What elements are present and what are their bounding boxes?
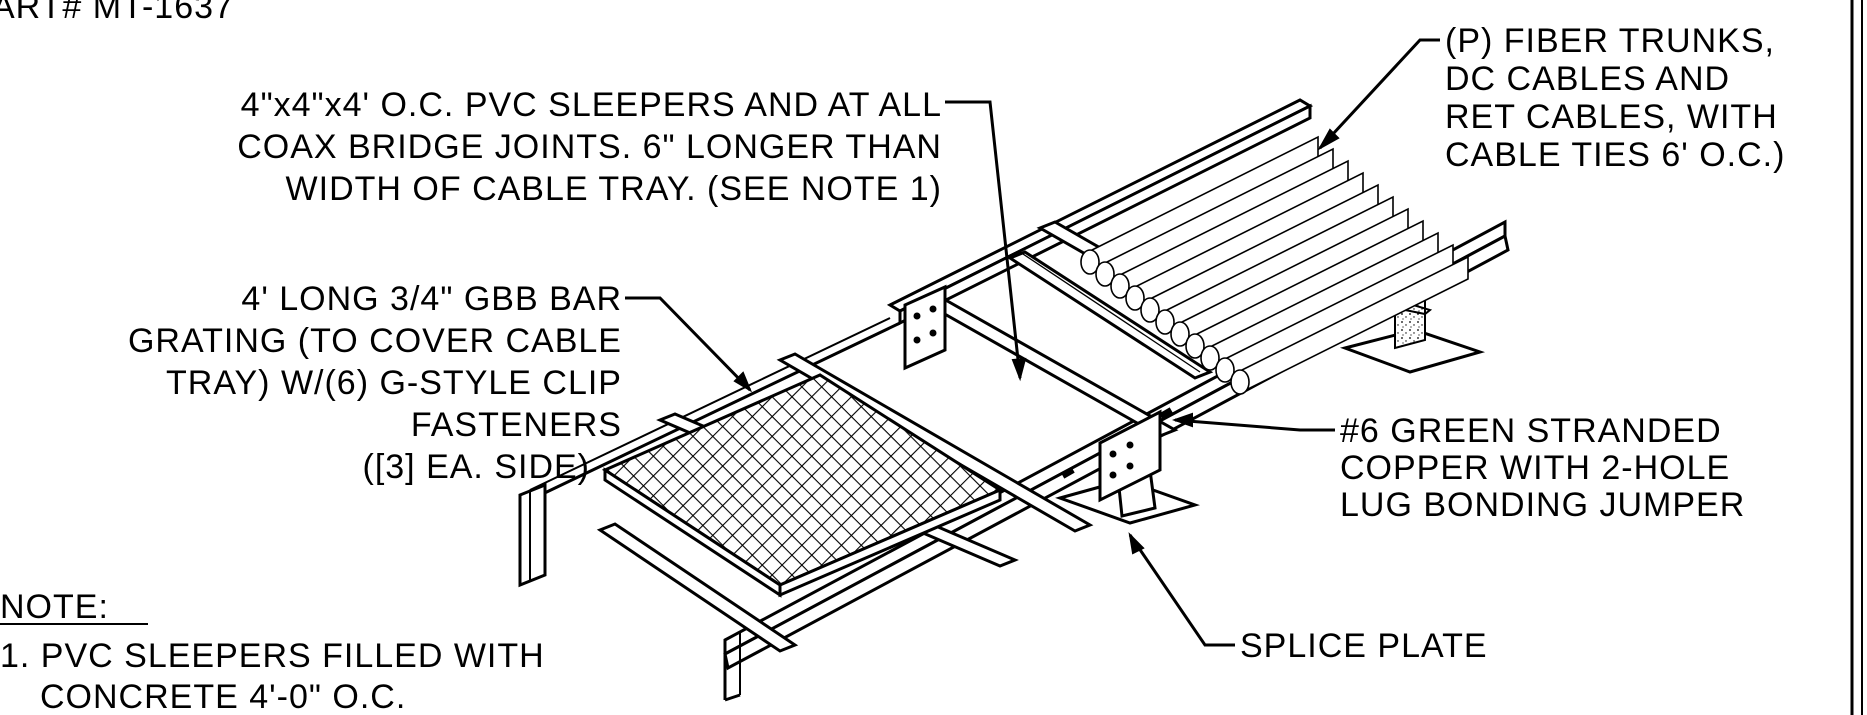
fiber-cable-end bbox=[1080, 249, 1100, 275]
note-block: NOTE: 1. PVC SLEEPERS FILLED WITH CONCRE… bbox=[0, 588, 545, 715]
svg-text:RET CABLES, WITH: RET CABLES, WITH bbox=[1445, 98, 1778, 136]
fiber-cable-end bbox=[1110, 273, 1130, 299]
svg-text:COAX BRIDGE JOINTS. 6" LONGER: COAX BRIDGE JOINTS. 6" LONGER THAN bbox=[237, 128, 942, 166]
fiber-cable-bundle bbox=[1080, 135, 1469, 395]
svg-text:CABLE TIES 6' O.C.): CABLE TIES 6' O.C.) bbox=[1445, 136, 1785, 174]
part-number-label: ART# MT-1637 bbox=[0, 0, 234, 26]
callout-pvc-sleepers: 4"x4"x4' O.C. PVC SLEEPERS AND AT ALL CO… bbox=[237, 86, 942, 208]
drawing-border bbox=[1850, 0, 1863, 715]
svg-text:GRATING (TO COVER CABLE: GRATING (TO COVER CABLE bbox=[128, 322, 622, 360]
svg-text:([3] EA. SIDE): ([3] EA. SIDE) bbox=[363, 448, 591, 486]
callout-splice-plate: SPLICE PLATE bbox=[1240, 627, 1488, 665]
note-item-1: 1. PVC SLEEPERS FILLED WITH bbox=[0, 637, 545, 675]
svg-text:COPPER WITH 2-HOLE: COPPER WITH 2-HOLE bbox=[1340, 449, 1730, 487]
callout-bar-grating: 4' LONG 3/4" GBB BAR GRATING (TO COVER C… bbox=[128, 280, 622, 486]
leader-lines bbox=[625, 38, 1440, 647]
callout-fiber-trunks: (P) FIBER TRUNKS, DC CABLES AND RET CABL… bbox=[1445, 22, 1785, 174]
callout-bonding-jumper: #6 GREEN STRANDED COPPER WITH 2-HOLE LUG… bbox=[1340, 412, 1745, 524]
svg-text:FASTENERS: FASTENERS bbox=[411, 406, 622, 444]
svg-text:SPLICE PLATE: SPLICE PLATE bbox=[1240, 627, 1488, 665]
bar-grating bbox=[601, 373, 1004, 598]
fiber-cable-end bbox=[1095, 261, 1115, 287]
svg-text:#6 GREEN STRANDED: #6 GREEN STRANDED bbox=[1340, 412, 1722, 450]
svg-text:DC CABLES AND: DC CABLES AND bbox=[1445, 60, 1730, 98]
fiber-cable-end bbox=[1185, 333, 1205, 359]
fiber-cable-end bbox=[1125, 285, 1145, 311]
svg-text:WIDTH OF CABLE TRAY. (SEE NOTE: WIDTH OF CABLE TRAY. (SEE NOTE 1) bbox=[286, 170, 942, 208]
svg-text:ART# MT-1637: ART# MT-1637 bbox=[0, 0, 234, 26]
fiber-cable-end bbox=[1170, 321, 1190, 347]
svg-text:4"x4"x4' O.C. PVC SLEEPERS AND: 4"x4"x4' O.C. PVC SLEEPERS AND AT ALL bbox=[241, 86, 942, 124]
svg-text:TRAY) W/(6) G-STYLE CLIP: TRAY) W/(6) G-STYLE CLIP bbox=[166, 364, 622, 402]
note-heading: NOTE: bbox=[0, 588, 109, 626]
fiber-cable-end bbox=[1155, 309, 1175, 335]
svg-text:4' LONG 3/4" GBB BAR: 4' LONG 3/4" GBB BAR bbox=[241, 280, 622, 318]
svg-text:LUG BONDING JUMPER: LUG BONDING JUMPER bbox=[1340, 486, 1745, 524]
fiber-cable-end bbox=[1140, 297, 1160, 323]
fiber-cable-end bbox=[1215, 357, 1235, 383]
fiber-cable-end bbox=[1230, 369, 1250, 395]
fiber-cable-end bbox=[1200, 345, 1220, 371]
svg-text:(P) FIBER TRUNKS,: (P) FIBER TRUNKS, bbox=[1445, 22, 1775, 60]
note-item-1-cont: CONCRETE 4'-0" O.C. bbox=[40, 678, 406, 715]
